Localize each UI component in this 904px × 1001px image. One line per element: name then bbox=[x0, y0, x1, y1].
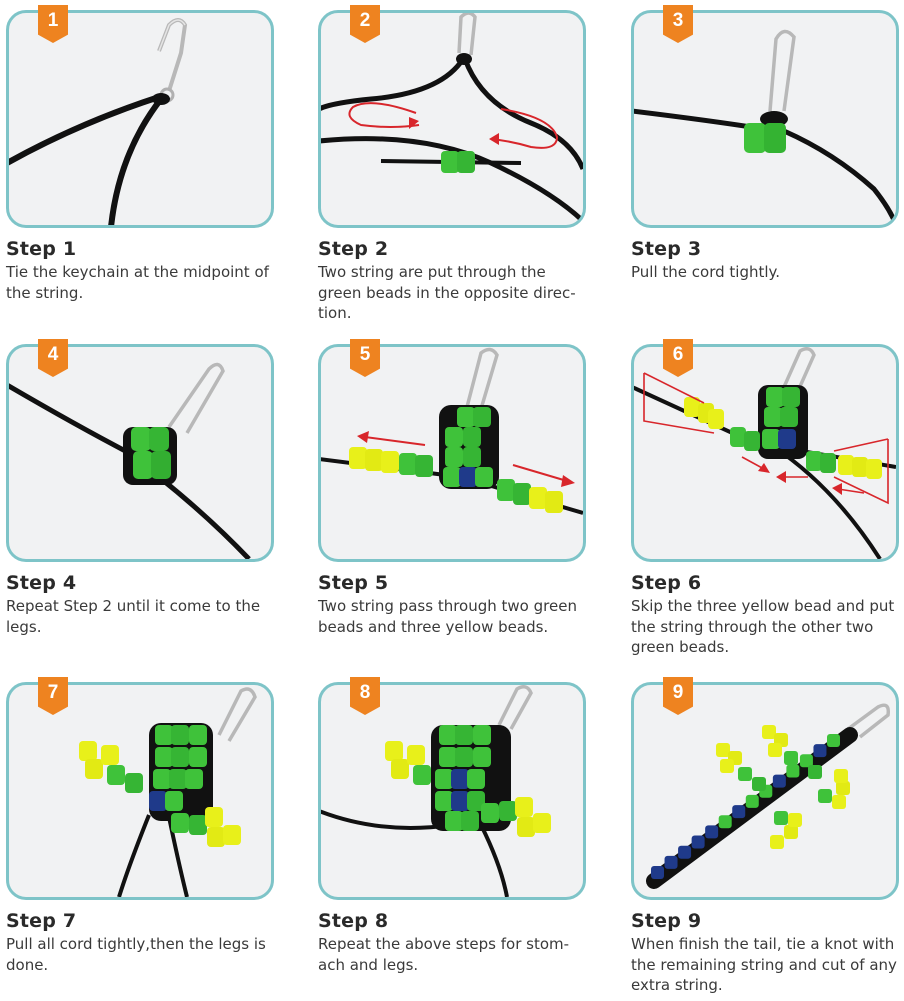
step-6-title: Step 6 bbox=[631, 572, 702, 594]
step-5-photo bbox=[318, 344, 586, 562]
step-6-photo bbox=[631, 344, 899, 562]
step-1-badge: 1 bbox=[38, 5, 68, 43]
step-2-badge: 2 bbox=[350, 5, 380, 43]
step-7-badge: 7 bbox=[38, 677, 68, 715]
step-4-badge: 4 bbox=[38, 339, 68, 377]
step-9-title: Step 9 bbox=[631, 910, 702, 932]
step-5-badge: 5 bbox=[350, 339, 380, 377]
step-8-description: Repeat the above steps for stom-ach and … bbox=[318, 935, 570, 974]
step-3-badge: 3 bbox=[663, 5, 693, 43]
step-7-photo bbox=[6, 682, 274, 900]
step-2-photo bbox=[318, 10, 586, 228]
step-1-photo bbox=[6, 10, 274, 228]
step-3-photo bbox=[631, 10, 899, 228]
step-5-title: Step 5 bbox=[318, 572, 389, 594]
step-3-description: Pull the cord tightly. bbox=[631, 263, 781, 281]
step-8-badge: 8 bbox=[350, 677, 380, 715]
step-4-title: Step 4 bbox=[6, 572, 77, 594]
step-8-photo bbox=[318, 682, 586, 900]
step-4-photo bbox=[6, 344, 274, 562]
step-2-title: Step 2 bbox=[318, 238, 389, 260]
step-3-title: Step 3 bbox=[631, 238, 702, 260]
step-9-photo bbox=[631, 682, 899, 900]
step-8-title: Step 8 bbox=[318, 910, 389, 932]
step-1-title: Step 1 bbox=[6, 238, 77, 260]
step-9-badge: 9 bbox=[663, 677, 693, 715]
step-7-title: Step 7 bbox=[6, 910, 77, 932]
step-6-badge: 6 bbox=[663, 339, 693, 377]
